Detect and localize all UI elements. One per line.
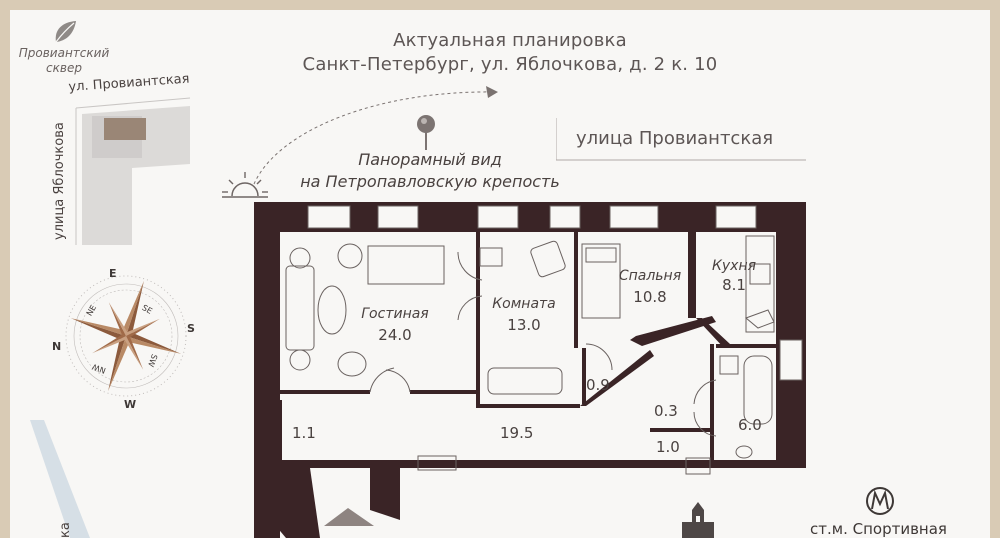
compass-n: N	[52, 340, 62, 353]
metro-icon	[866, 487, 894, 515]
street-bottom-left: ка	[58, 522, 73, 538]
panorama-line2: на Петропавловскую крепость	[300, 172, 560, 191]
compass-e: E	[109, 267, 117, 280]
park-name: Провиантский сквер	[16, 46, 112, 76]
street-top-bracket	[556, 118, 806, 161]
room-living-area: 24.0	[378, 326, 412, 344]
street-top-label: улица Провиантская	[576, 128, 774, 149]
view-arc	[253, 86, 498, 185]
compass-s: S	[187, 322, 195, 335]
metro-station-label: ст.м. Спортивная	[810, 520, 947, 538]
compass-rose	[65, 275, 187, 397]
plan-title: Актуальная планировка	[393, 30, 627, 51]
room-bedroom-name: Спальня	[618, 268, 682, 284]
room-room-area: 13.0	[507, 316, 541, 334]
room-closet2-area: 0.9	[586, 376, 610, 394]
leaf-icon	[55, 21, 76, 43]
plan-address: Санкт-Петербург, ул. Яблочкова, д. 2 к. …	[302, 54, 718, 75]
room-hall-area: 19.5	[500, 424, 534, 442]
location-mini-map	[75, 97, 191, 245]
panorama-line1: Панорамный вид	[358, 150, 502, 169]
street-strip	[30, 420, 90, 538]
location-pin-icon	[417, 115, 435, 150]
church-icon	[682, 502, 714, 538]
room-closet3-area: 0.3	[654, 402, 678, 420]
room-room-name: Комната	[492, 296, 556, 312]
room-bath-area: 6.0	[738, 416, 762, 434]
floor-plan	[254, 202, 806, 538]
room-closet1-area: 1.1	[292, 424, 316, 442]
room-bedroom-area: 10.8	[633, 288, 667, 306]
compass-w: W	[124, 398, 137, 411]
room-wc-area: 1.0	[656, 438, 680, 456]
park-name-line1: Провиантский	[18, 46, 110, 60]
mini-map-street-left: улица Яблочкова	[52, 122, 67, 240]
sun-icon	[222, 172, 268, 198]
room-kitchen-area: 8.1	[722, 276, 746, 294]
room-living-name: Гостиная	[361, 306, 429, 322]
room-kitchen-name: Кухня	[711, 258, 757, 274]
park-name-line2: сквер	[46, 61, 82, 75]
